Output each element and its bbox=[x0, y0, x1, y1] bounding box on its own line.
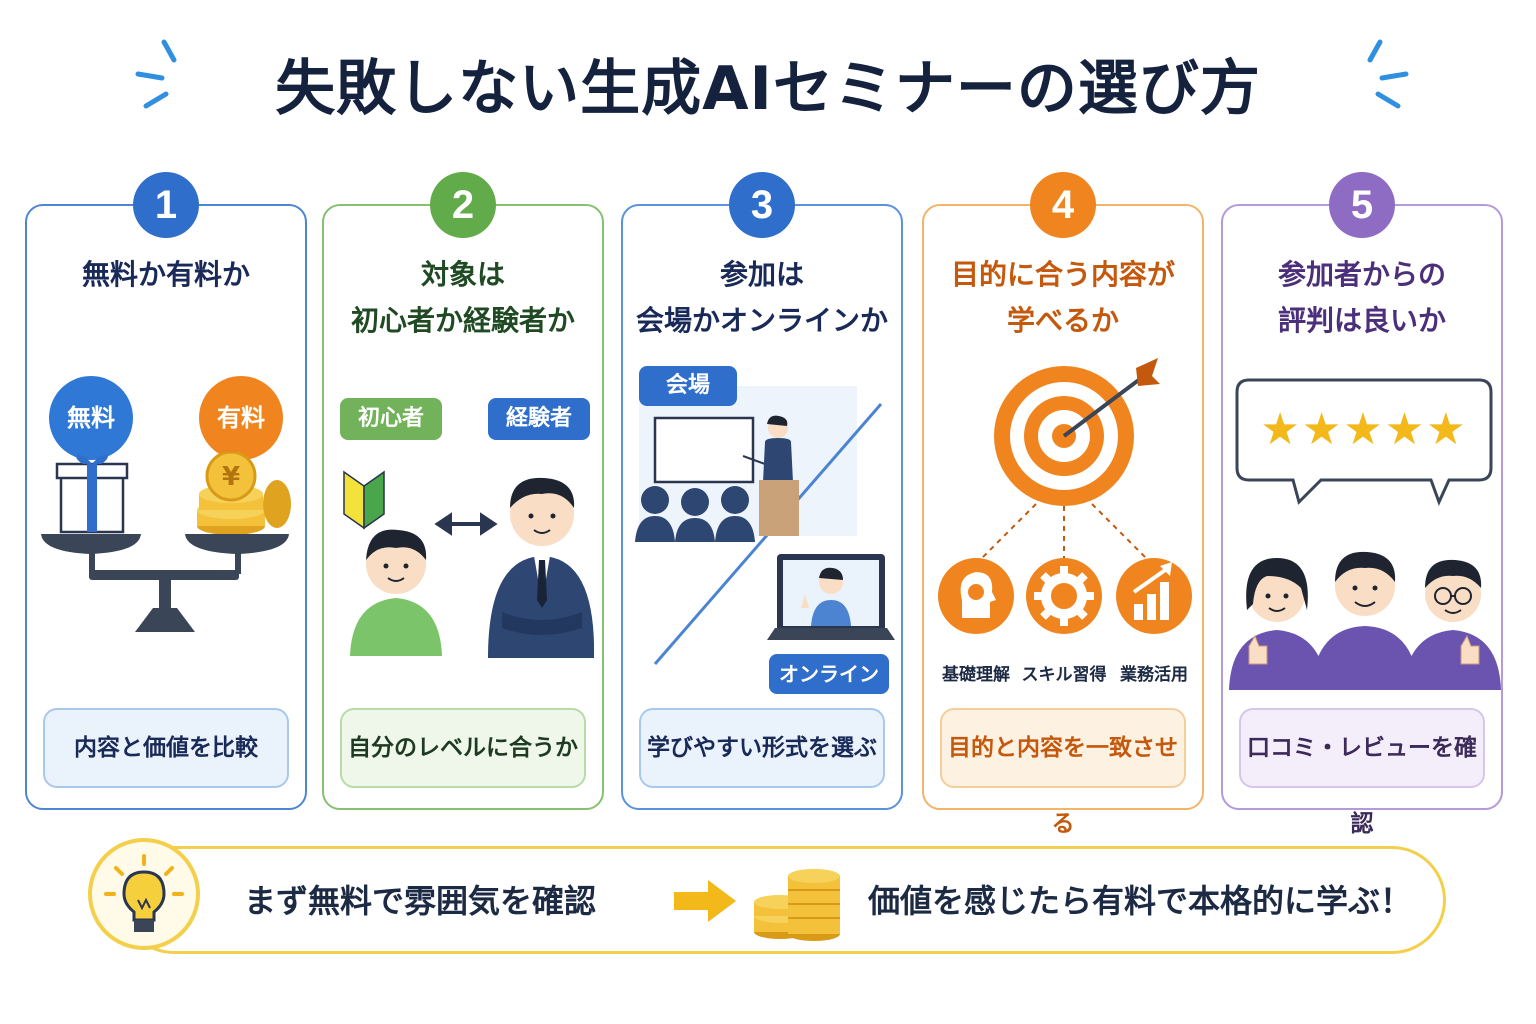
card-title: 無料か有料か bbox=[27, 252, 305, 298]
speech-bubble-icon bbox=[1235, 378, 1493, 506]
card-footer: 学びやすい形式を選ぶ bbox=[639, 708, 885, 788]
beginner-person-icon bbox=[350, 529, 442, 656]
card-1-free-or-paid: 1 無料か有料か 無料 有料 bbox=[25, 172, 307, 810]
coins-icon bbox=[754, 869, 840, 941]
goal-illustration bbox=[938, 358, 1192, 634]
card-3-venue-or-online: 3 参加は 会場かオンラインか bbox=[621, 172, 903, 810]
growth-chart-icon bbox=[1116, 558, 1192, 634]
card-footer: 口コミ・レビューを確認 bbox=[1239, 708, 1485, 837]
gear-icon bbox=[1026, 558, 1102, 634]
step-number-badge: 5 bbox=[1329, 172, 1395, 238]
card-4-matching-content: 4 目的に合う内容が 学べるか bbox=[922, 172, 1204, 837]
card-title-line: 評判は良いか bbox=[1277, 304, 1446, 337]
svg-text:¥: ¥ bbox=[222, 462, 240, 492]
card-illustration: ★★★★★ bbox=[1223, 356, 1501, 696]
step-number-badge: 1 bbox=[133, 172, 199, 238]
card-title: 参加者からの 評判は良いか bbox=[1223, 252, 1501, 344]
double-arrow-icon bbox=[434, 512, 498, 536]
format-illustration bbox=[635, 386, 895, 665]
burst-left-icon bbox=[135, 39, 177, 109]
presentation-icon bbox=[653, 415, 799, 536]
card-title-line: 参加は bbox=[719, 258, 804, 291]
laptop-icon bbox=[767, 554, 895, 640]
card-title-line: 初心者か経験者か bbox=[350, 304, 575, 337]
arrow-right-icon bbox=[674, 880, 736, 922]
card-illustration: 基礎理解 スキル習得 業務活用 bbox=[924, 356, 1202, 696]
audience-icon bbox=[635, 486, 755, 542]
lightbulb-badge bbox=[88, 838, 200, 950]
card-title-line: 目的に合う内容が bbox=[950, 258, 1175, 291]
card-2-beginner-or-experienced: 2 対象は 初心者か経験者か 初心者 経験者 bbox=[322, 172, 604, 810]
card-title-line: 無料か有料か bbox=[81, 258, 250, 291]
beginner-label: 初心者 bbox=[340, 398, 442, 440]
venue-label: 会場 bbox=[639, 366, 737, 406]
goal-label-basics: 基礎理解 bbox=[942, 665, 1010, 685]
experienced-person-icon bbox=[488, 477, 594, 658]
free-badge: 無料 bbox=[49, 376, 133, 460]
lightbulb-head-icon bbox=[938, 558, 1014, 634]
summary-text-first: まず無料で雰囲気を確認 bbox=[244, 882, 597, 920]
gift-icon bbox=[55, 454, 129, 534]
coins-icon: ¥ bbox=[197, 452, 291, 535]
summary-text-second: 価値を感じたら有料で本格的に学ぶ！ bbox=[868, 882, 1413, 920]
card-5-reputation: 5 参加者からの 評判は良いか ★★★★★ bbox=[1221, 172, 1503, 837]
online-label: オンライン bbox=[769, 654, 889, 694]
card-illustration: 無料 有料 ¥ bbox=[27, 356, 305, 696]
goal-label-skills: スキル習得 bbox=[1021, 665, 1107, 685]
target-icon bbox=[994, 358, 1160, 506]
card-illustration: 会場 オンライン bbox=[623, 356, 901, 696]
step-number-badge: 3 bbox=[729, 172, 795, 238]
goal-label-business: 業務活用 bbox=[1120, 665, 1188, 685]
level-illustration bbox=[343, 470, 594, 658]
experienced-label: 経験者 bbox=[488, 398, 590, 440]
card-footer: 内容と価値を比較 bbox=[43, 708, 289, 788]
card-illustration: 初心者 経験者 bbox=[324, 356, 602, 696]
lightbulb-icon bbox=[104, 854, 184, 932]
balance-scale-icon: ¥ bbox=[41, 452, 291, 632]
card-title-line: 会場かオンラインか bbox=[635, 304, 888, 337]
card-title: 参加は 会場かオンラインか bbox=[623, 252, 901, 344]
page-title: 失敗しない生成AIセミナーの選び方 bbox=[275, 54, 1261, 124]
step-number-badge: 2 bbox=[430, 172, 496, 238]
paid-badge: 有料 bbox=[199, 376, 283, 460]
card-title-line: 対象は bbox=[420, 258, 505, 291]
card-footer: 自分のレベルに合うか bbox=[340, 708, 586, 788]
beginner-mark-icon bbox=[343, 470, 385, 530]
card-footer: 目的と内容を一致させる bbox=[940, 708, 1186, 837]
card-title: 目的に合う内容が 学べるか bbox=[924, 252, 1202, 344]
people-thumbs-up-icon bbox=[1229, 551, 1501, 690]
card-title: 対象は 初心者か経験者か bbox=[324, 252, 602, 344]
card-title-line: 学べるか bbox=[1006, 304, 1119, 337]
card-title-line: 参加者からの bbox=[1277, 258, 1446, 291]
rating-stars: ★★★★★ bbox=[1260, 404, 1468, 455]
burst-right-icon bbox=[1367, 39, 1409, 109]
step-number-badge: 4 bbox=[1030, 172, 1096, 238]
title-area: 失敗しない生成AIセミナーの選び方 bbox=[0, 40, 1536, 127]
